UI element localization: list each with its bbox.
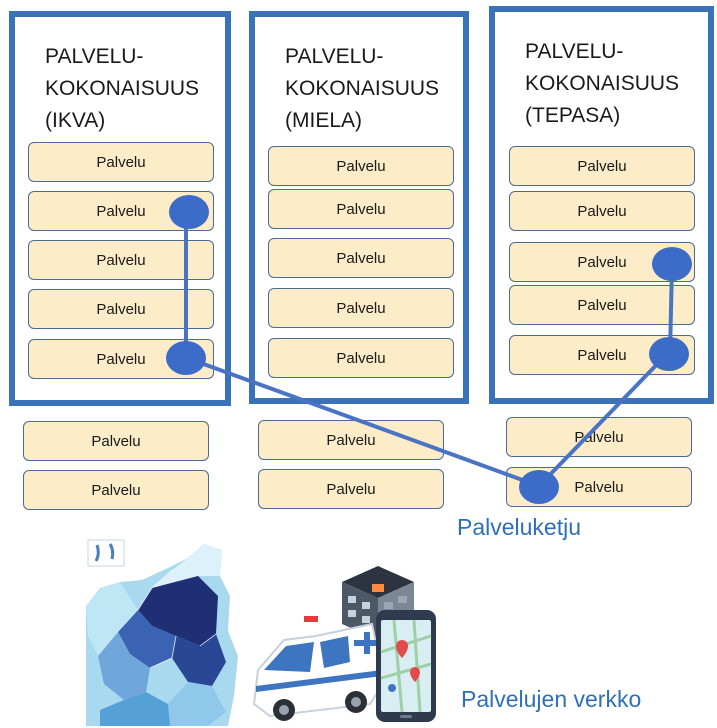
service-box: Palvelu	[509, 191, 695, 231]
service-box-outside: Palvelu	[258, 420, 444, 460]
service-box: Palvelu	[28, 240, 214, 280]
service-box-outside: Palvelu	[506, 467, 692, 507]
service-box-outside: Palvelu	[23, 421, 209, 461]
service-box: Palvelu	[268, 338, 454, 378]
service-box: Palvelu	[509, 146, 695, 186]
service-chain-label: Palveluketju	[457, 514, 582, 540]
service-box: Palvelu	[268, 146, 454, 186]
service-box: Palvelu	[268, 238, 454, 278]
smartphone-map-icon	[376, 610, 436, 722]
service-box: Palvelu	[28, 142, 214, 182]
service-box-outside: Palvelu	[258, 469, 444, 509]
service-box: Palvelu	[509, 285, 695, 325]
group-title: PALVELU- KOKONAISUUS (TEPASA)	[525, 40, 680, 127]
service-box: Palvelu	[268, 189, 454, 229]
service-network-label: Palvelujen verkko	[461, 686, 642, 712]
service-box: Palvelu	[28, 191, 214, 231]
service-box: Palvelu	[28, 289, 214, 329]
group-title: PALVELU- KOKONAISUUS (MIELA)	[285, 45, 440, 132]
group-title: PALVELU- KOKONAISUUS (IKVA)	[45, 45, 200, 132]
service-box: Palvelu	[509, 335, 695, 375]
service-box: Palvelu	[268, 288, 454, 328]
service-box-outside: Palvelu	[506, 417, 692, 457]
service-box: Palvelu	[509, 242, 695, 282]
service-box-outside: Palvelu	[23, 470, 209, 510]
service-box: Palvelu	[28, 339, 214, 379]
region-map-icon	[86, 539, 238, 726]
